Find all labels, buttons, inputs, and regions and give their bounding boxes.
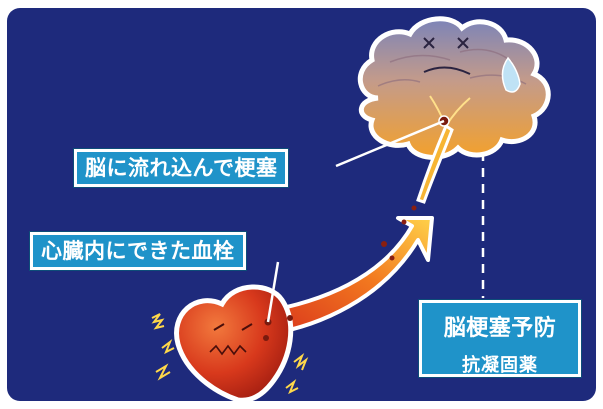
leader-line-embolism	[335, 119, 445, 168]
leader-line-thrombus	[266, 261, 280, 323]
brain-icon	[357, 16, 551, 160]
drug-info-box: 脳梗塞予防 抗凝固薬	[419, 300, 581, 377]
blood-flow-arrow	[260, 123, 454, 336]
label-embolism: 脳に流れ込んで梗塞	[74, 149, 289, 187]
heart-icon	[151, 284, 309, 403]
drug-box-subtitle: 抗凝固薬	[462, 355, 538, 376]
label-thrombus: 心臓内にできた血栓	[30, 232, 246, 270]
drug-box-title: 脳梗塞予防	[443, 316, 557, 341]
